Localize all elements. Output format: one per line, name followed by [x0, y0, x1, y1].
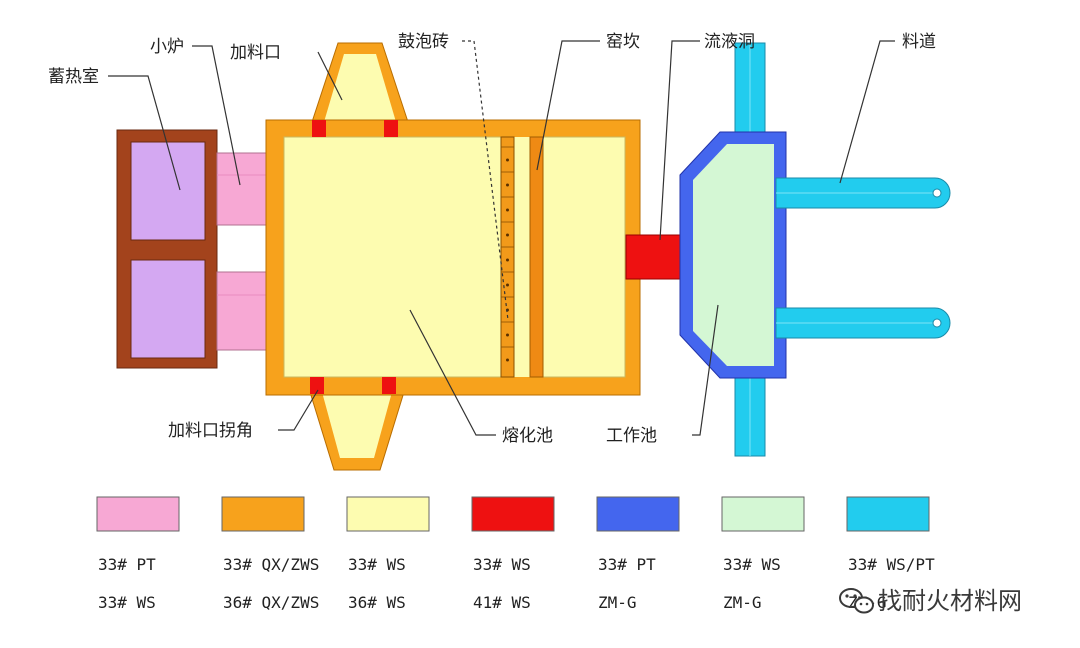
- watermark: 找耐火材料网: [839, 587, 1022, 615]
- label-bubbler: 鼓泡砖: [398, 32, 449, 52]
- bubbler-dot: [506, 183, 509, 187]
- wechat-icon: [839, 588, 874, 614]
- regenerator: [116, 129, 218, 369]
- legend-code-secondary: ZM-G: [598, 593, 637, 612]
- forehearth-arms: [775, 177, 951, 339]
- doghouse-top: [311, 42, 409, 123]
- label-port: 小炉: [150, 37, 184, 57]
- legend-code-primary: 33# WS/PT: [848, 555, 935, 574]
- bubbler-dot: [506, 158, 509, 162]
- legend-swatch: [221, 496, 305, 532]
- label-regenerator: 蓄热室: [48, 67, 99, 87]
- label-melter: 熔化池: [502, 426, 553, 446]
- label-weir: 窑坎: [606, 32, 640, 52]
- bubbler-dot: [506, 233, 509, 237]
- legend-code-secondary: 36# WS: [348, 593, 406, 612]
- watermark-text: 找耐火材料网: [878, 587, 1022, 615]
- bubbler-dot: [506, 358, 509, 362]
- legend-swatch: [846, 496, 930, 532]
- bubbler-row: [500, 136, 515, 378]
- legend-code-secondary: 33# WS: [98, 593, 156, 612]
- bubbler-dot: [506, 258, 509, 262]
- weir: [529, 136, 544, 378]
- bubbler-dot: [506, 208, 509, 212]
- port: [216, 152, 268, 351]
- legend-swatch: [471, 496, 555, 532]
- legend-swatch: [96, 496, 180, 532]
- label-doghouse: 加料口: [230, 43, 281, 63]
- legend-code-primary: 33# PT: [98, 555, 156, 574]
- legend-code-secondary: ZM-G: [723, 593, 762, 612]
- doghouse-bottom: [309, 391, 405, 471]
- working-end: [679, 131, 787, 379]
- legend-swatch: [596, 496, 680, 532]
- label-forehearth: 料道: [902, 32, 936, 52]
- legend-code-secondary: 41# WS: [473, 593, 531, 612]
- bubbler-dot: [506, 283, 509, 287]
- legend-code-secondary: 36# QX/ZWS: [223, 593, 319, 612]
- melter: [265, 119, 641, 396]
- legend-code-primary: 33# WS: [473, 555, 531, 574]
- label-doghouse-corner: 加料口拐角: [168, 421, 253, 441]
- legend: 33# PT 33# WS 33# QX/ZWS 36# QX/ZWS 33# WS 36…: [96, 496, 935, 612]
- legend-code-primary: 33# QX/ZWS: [223, 555, 319, 574]
- label-throat: 流液洞: [704, 32, 755, 52]
- legend-code-primary: 33# WS: [348, 555, 406, 574]
- legend-code-primary: 33# PT: [598, 555, 656, 574]
- legend-swatch: [721, 496, 805, 532]
- doghouse-corner: [310, 120, 398, 394]
- legend-swatch: [346, 496, 430, 532]
- bubbler-dot: [506, 333, 509, 337]
- label-working-end: 工作池: [606, 426, 657, 446]
- legend-code-primary: 33# WS: [723, 555, 781, 574]
- leader-lines: [108, 40, 895, 436]
